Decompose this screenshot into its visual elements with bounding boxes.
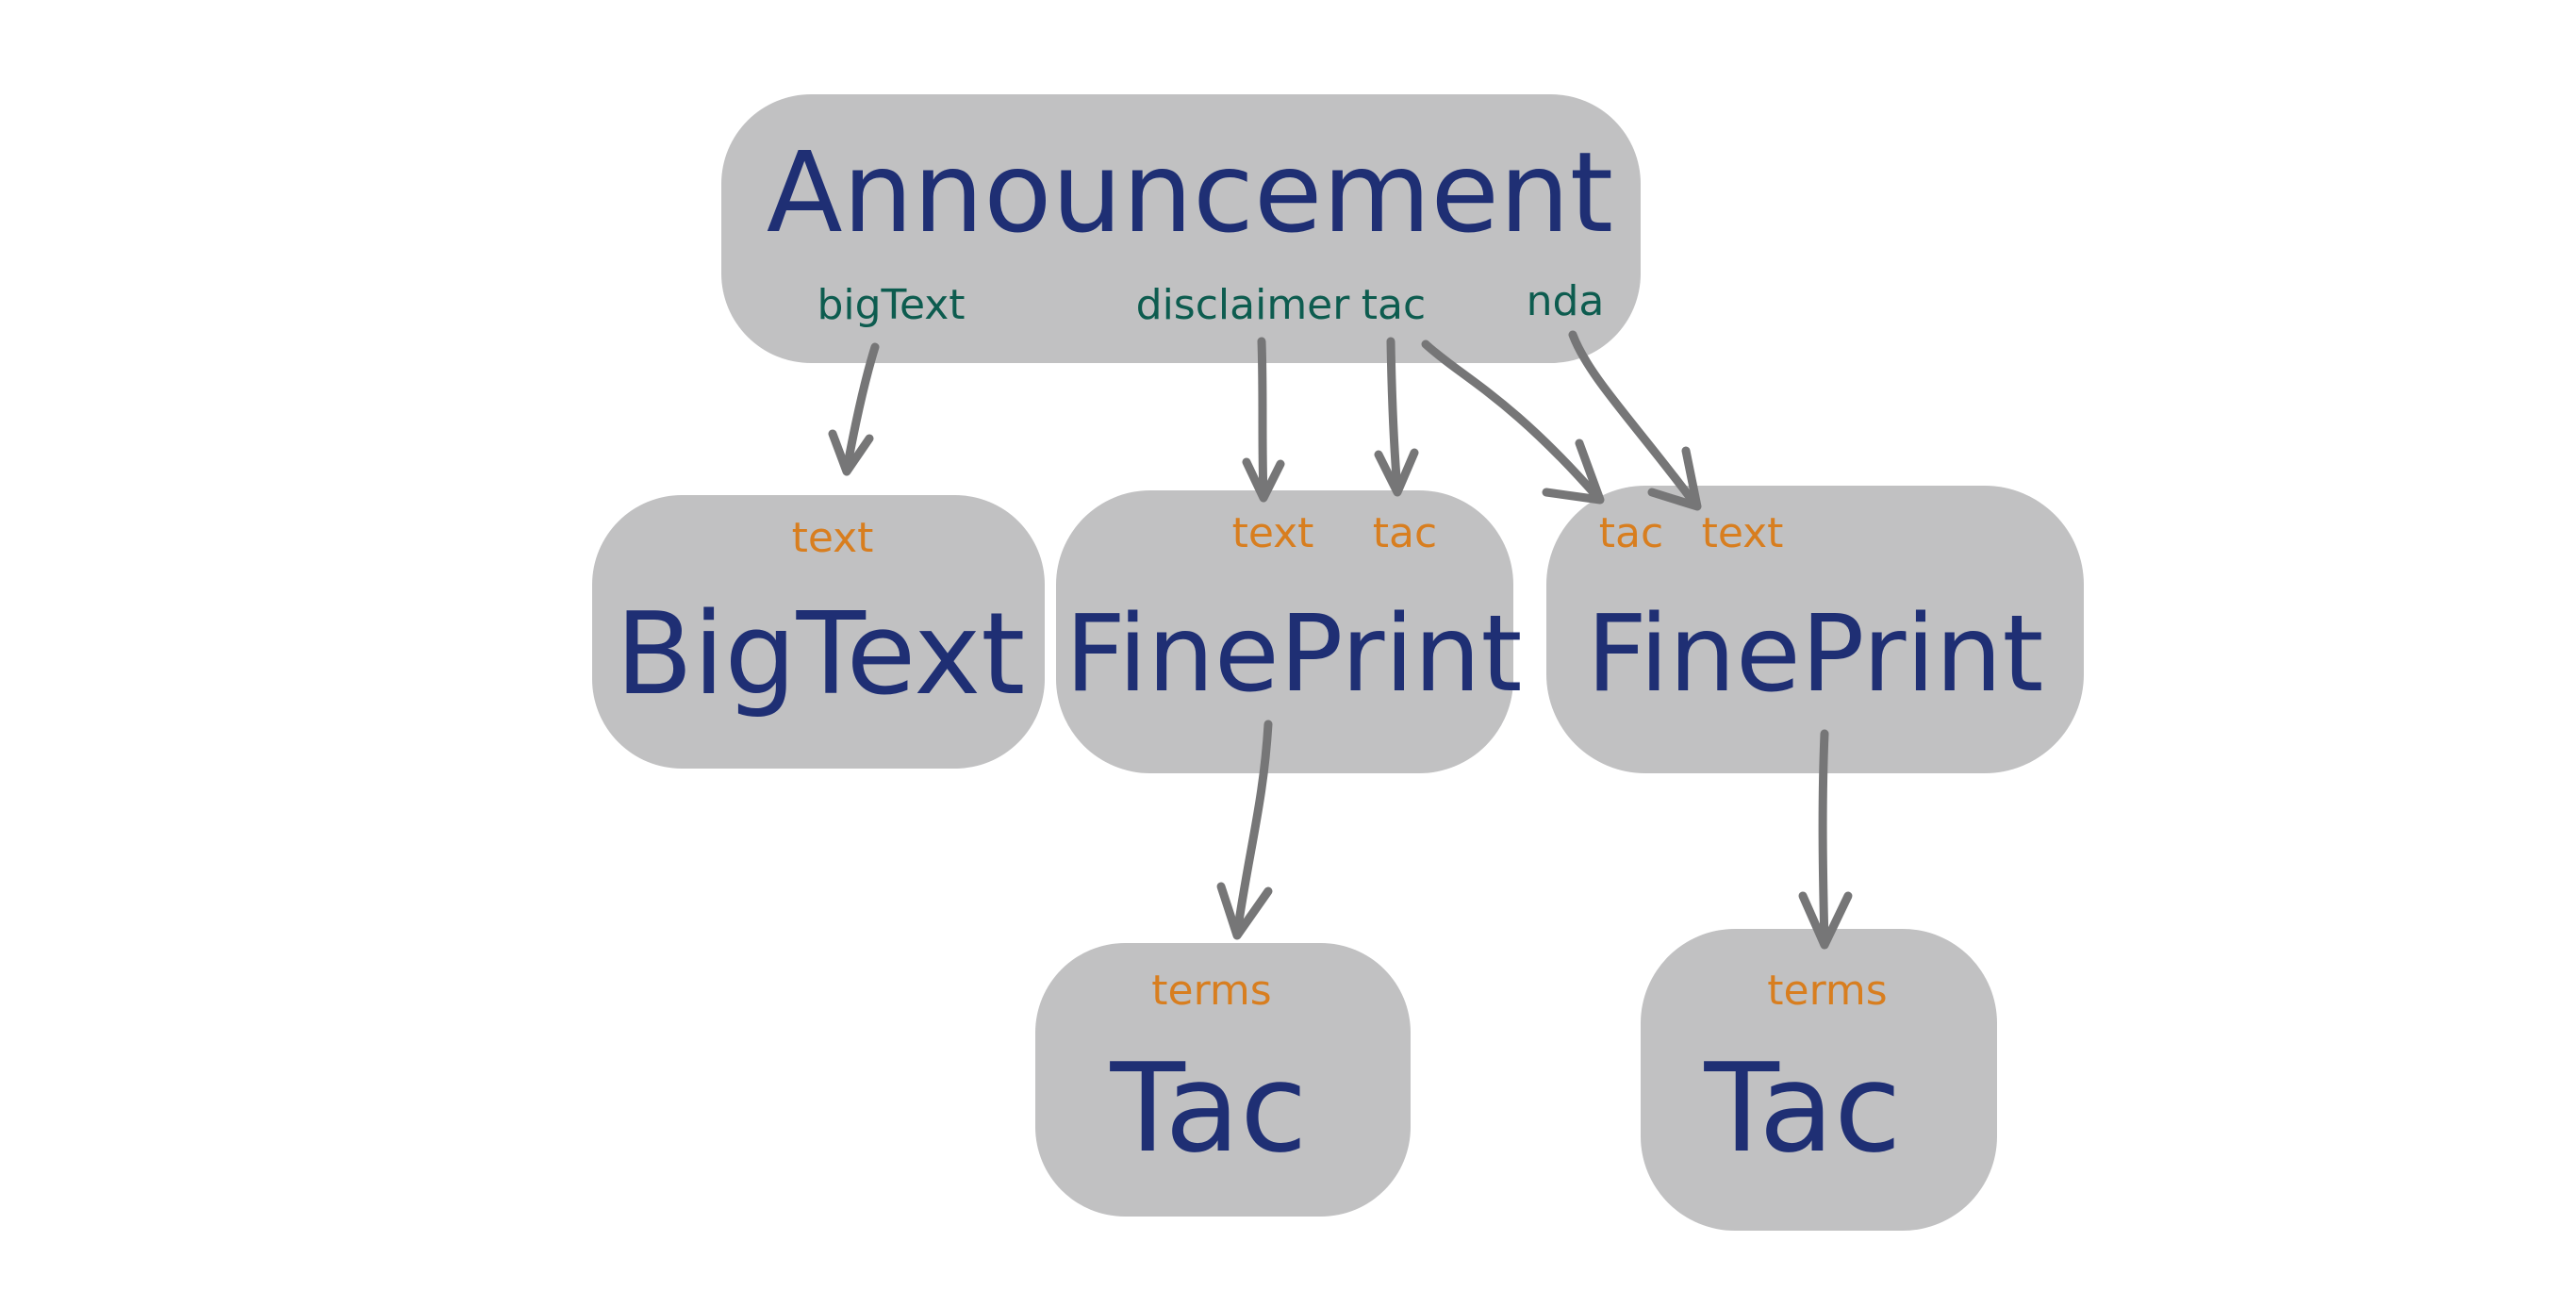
fineprint-2-title: FinePrint	[1587, 593, 2044, 716]
edge-line	[1257, 337, 1268, 500]
prop-label-bigtext: bigText	[817, 281, 965, 329]
arrow-head	[1216, 882, 1273, 940]
tac-2-title: Tac	[1703, 1036, 1901, 1180]
edge-fineprint1-to-tac1	[1216, 720, 1273, 940]
tac-node-1: terms Tac	[1035, 943, 1411, 1217]
param-label-terms: terms	[1151, 967, 1271, 1015]
prop-label-tac: tac	[1362, 281, 1426, 329]
announcement-title: Announcement	[767, 127, 1613, 257]
bigtext-node-shape	[592, 495, 1045, 769]
edge-line	[1421, 339, 1603, 503]
prop-label-nda: nda	[1527, 277, 1605, 325]
edge-disclaimer-to-fineprint1-text	[1242, 337, 1285, 503]
arrow-head	[1242, 457, 1285, 503]
edge-tac-to-fineprint2-tac	[1421, 339, 1605, 505]
announcement-node: Announcement bigText disclaimer tac nda	[721, 94, 1641, 363]
param-label-tac: tac	[1373, 509, 1437, 557]
fineprint-node-2: tac text FinePrint	[1546, 486, 2084, 773]
fineprint-node-1: text tac FinePrint	[1056, 490, 1522, 773]
arrow-head	[1647, 446, 1702, 511]
edge-line	[842, 342, 880, 474]
arrow-head	[1542, 439, 1605, 505]
arrow-head	[1798, 891, 1853, 950]
param-label-terms: terms	[1767, 967, 1887, 1015]
edge-line	[1386, 337, 1402, 495]
fineprint-node-2-shape	[1546, 486, 2084, 773]
param-label-text: text	[792, 514, 874, 562]
edge-tac-to-fineprint1-tac	[1374, 337, 1419, 497]
fineprint-1-title: FinePrint	[1065, 593, 1523, 716]
announcement-node-shape	[721, 94, 1641, 363]
param-label-text: text	[1702, 509, 1784, 557]
tac-node-2: terms Tac	[1641, 929, 1997, 1231]
tac-node-2-shape	[1641, 929, 1997, 1231]
edge-nda-to-fineprint2-text	[1568, 330, 1702, 511]
edge-line	[1568, 330, 1700, 509]
arrow-head	[1374, 448, 1419, 497]
edge-bigtext-to-bigtext-node	[828, 342, 880, 476]
bigtext-title: BigText	[616, 589, 1026, 720]
arrow-head	[828, 429, 874, 476]
edge-fineprint2-to-tac2	[1798, 729, 1853, 950]
bigtext-node: text BigText	[592, 495, 1045, 769]
prop-label-disclaimer: disclaimer	[1136, 281, 1351, 329]
edge-line	[1818, 729, 1829, 948]
edge-line	[1232, 720, 1273, 938]
param-label-text: text	[1232, 509, 1314, 557]
fineprint-node-1-shape	[1056, 490, 1513, 773]
tac-node-1-shape	[1035, 943, 1411, 1217]
param-label-tac: tac	[1599, 509, 1663, 557]
tac-1-title: Tac	[1109, 1036, 1307, 1180]
